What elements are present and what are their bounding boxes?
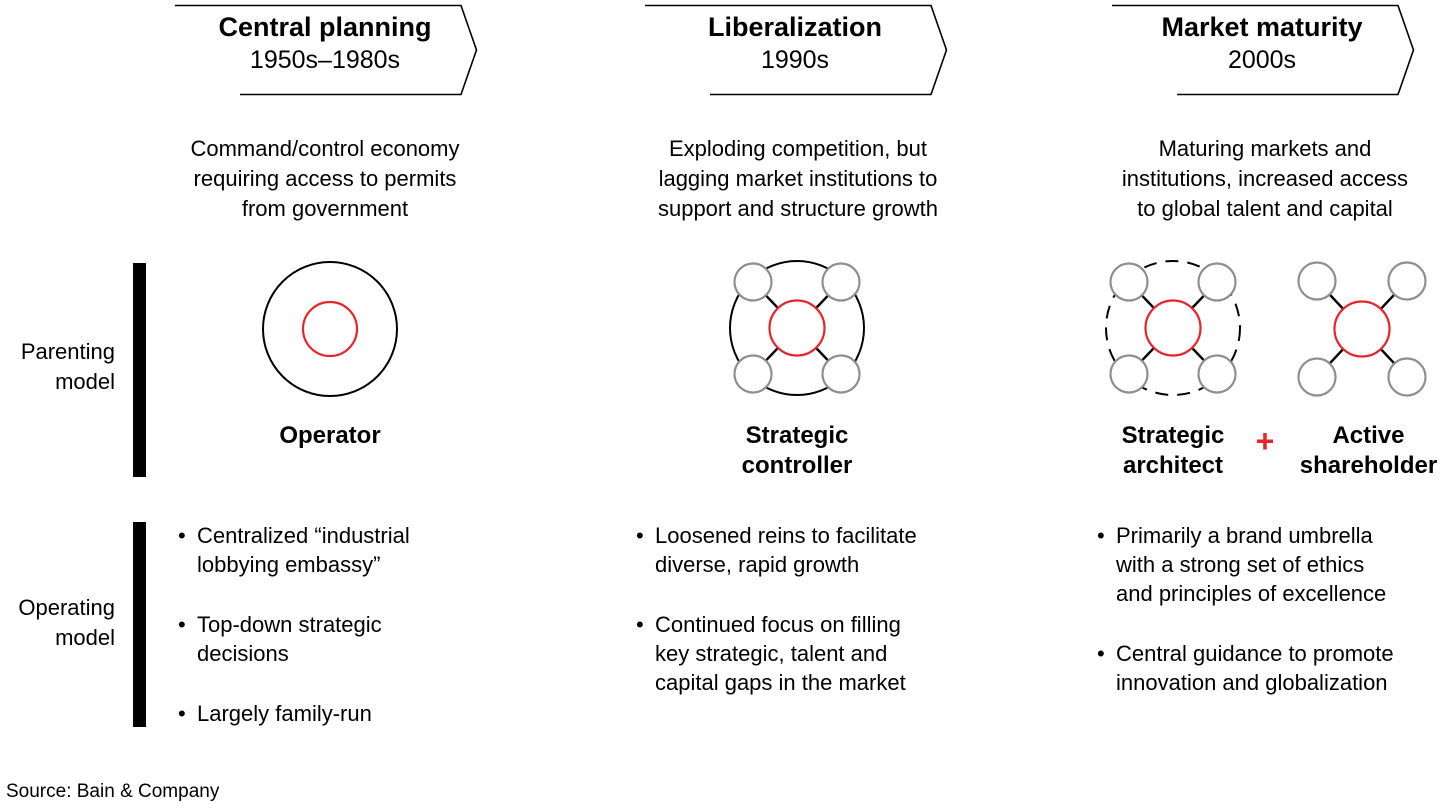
list-item: • Central guidance to promote innovation…	[1097, 641, 1394, 695]
list-item: • Centralized “industrial lobbying embas…	[178, 523, 410, 577]
model-label-strategic-controller: Strategic controller	[741, 422, 853, 479]
bullet-icon: •	[178, 523, 186, 548]
era-header-3: Market maturity 2000s	[1107, 10, 1417, 75]
operating-points-column-1: • Centralized “industrial lobbying embas…	[178, 521, 508, 728]
era-description-2: Exploding competition, but lagging marke…	[657, 136, 939, 221]
list-item: • Loosened reins to facilitate diverse, …	[636, 523, 917, 577]
strategic-controller-diagram	[729, 260, 865, 396]
era-title: Market maturity	[1161, 12, 1363, 42]
core-center-circle	[1144, 299, 1202, 357]
strategic-architect-diagram	[1105, 260, 1241, 396]
list-item: • Largely family-run	[178, 701, 372, 726]
subsidiary-circle	[821, 354, 861, 394]
era-description-1: Command/control economy requiring access…	[190, 136, 460, 221]
era-header-1: Central planning 1950s–1980s	[170, 10, 480, 75]
parent-boundary-circle	[729, 260, 865, 396]
source-attribution: Source: Bain & Company	[6, 781, 220, 802]
operating-row-bar	[133, 522, 146, 727]
bullet-icon: •	[636, 523, 644, 548]
subsidiary-circle	[1297, 357, 1337, 397]
era-arrow-banner-2	[645, 4, 948, 96]
era-years: 2000s	[1227, 46, 1297, 74]
model-label-strategic-architect: Strategic architect	[1121, 422, 1225, 479]
era-arrow-banner-1	[175, 4, 478, 96]
bullet-icon: •	[178, 701, 186, 726]
subsidiary-circle	[1387, 357, 1427, 397]
list-item: • Continued focus on filling key strateg…	[636, 612, 906, 695]
era-header-2: Liberalization 1990s	[640, 10, 950, 75]
era-years: 1950s–1980s	[249, 46, 401, 74]
operator-diagram	[262, 261, 398, 397]
bullet-icon: •	[1097, 641, 1105, 666]
bullet-icon: •	[1097, 523, 1105, 548]
list-item: • Top-down strategic decisions	[178, 612, 382, 666]
era-title: Liberalization	[707, 12, 883, 42]
era-description-3: Maturing markets and institutions, incre…	[1121, 136, 1409, 221]
subsidiary-circle	[1197, 262, 1237, 302]
core-center-circle	[1333, 300, 1391, 358]
bullet-icon: •	[178, 612, 186, 637]
plus-sign: +	[1255, 423, 1275, 459]
operating-points-column-2: • Loosened reins to facilitate diverse, …	[636, 521, 986, 697]
row-label-operating-model: Operating model	[18, 595, 115, 650]
list-item: • Primarily a brand umbrella with a stro…	[1097, 523, 1387, 606]
subsidiary-circle	[1109, 262, 1149, 302]
dashed-boundary-circle	[1105, 260, 1241, 396]
subsidiary-circle	[1197, 354, 1237, 394]
subsidiary-circle	[821, 262, 861, 302]
model-label-active-shareholder: Active shareholder	[1299, 422, 1438, 479]
subsidiary-circle	[733, 354, 773, 394]
bullet-icon: •	[636, 612, 644, 637]
era-years: 1990s	[760, 46, 830, 74]
model-label-operator: Operator	[279, 422, 381, 449]
operating-points-column-3: • Primarily a brand umbrella with a stro…	[1097, 521, 1440, 697]
subsidiary-circle	[1387, 261, 1427, 301]
parenting-row-bar	[133, 263, 146, 477]
era-title: Central planning	[218, 12, 432, 42]
era-arrow-banner-3	[1112, 4, 1415, 96]
core-center-circle	[768, 299, 826, 357]
subsidiary-circle	[1297, 261, 1337, 301]
subsidiary-circle	[1109, 354, 1149, 394]
row-label-parenting-model: Parenting model	[20, 339, 115, 394]
core-center-circle	[301, 300, 359, 358]
subsidiary-circle	[733, 262, 773, 302]
active-shareholder-diagram	[1297, 261, 1427, 397]
